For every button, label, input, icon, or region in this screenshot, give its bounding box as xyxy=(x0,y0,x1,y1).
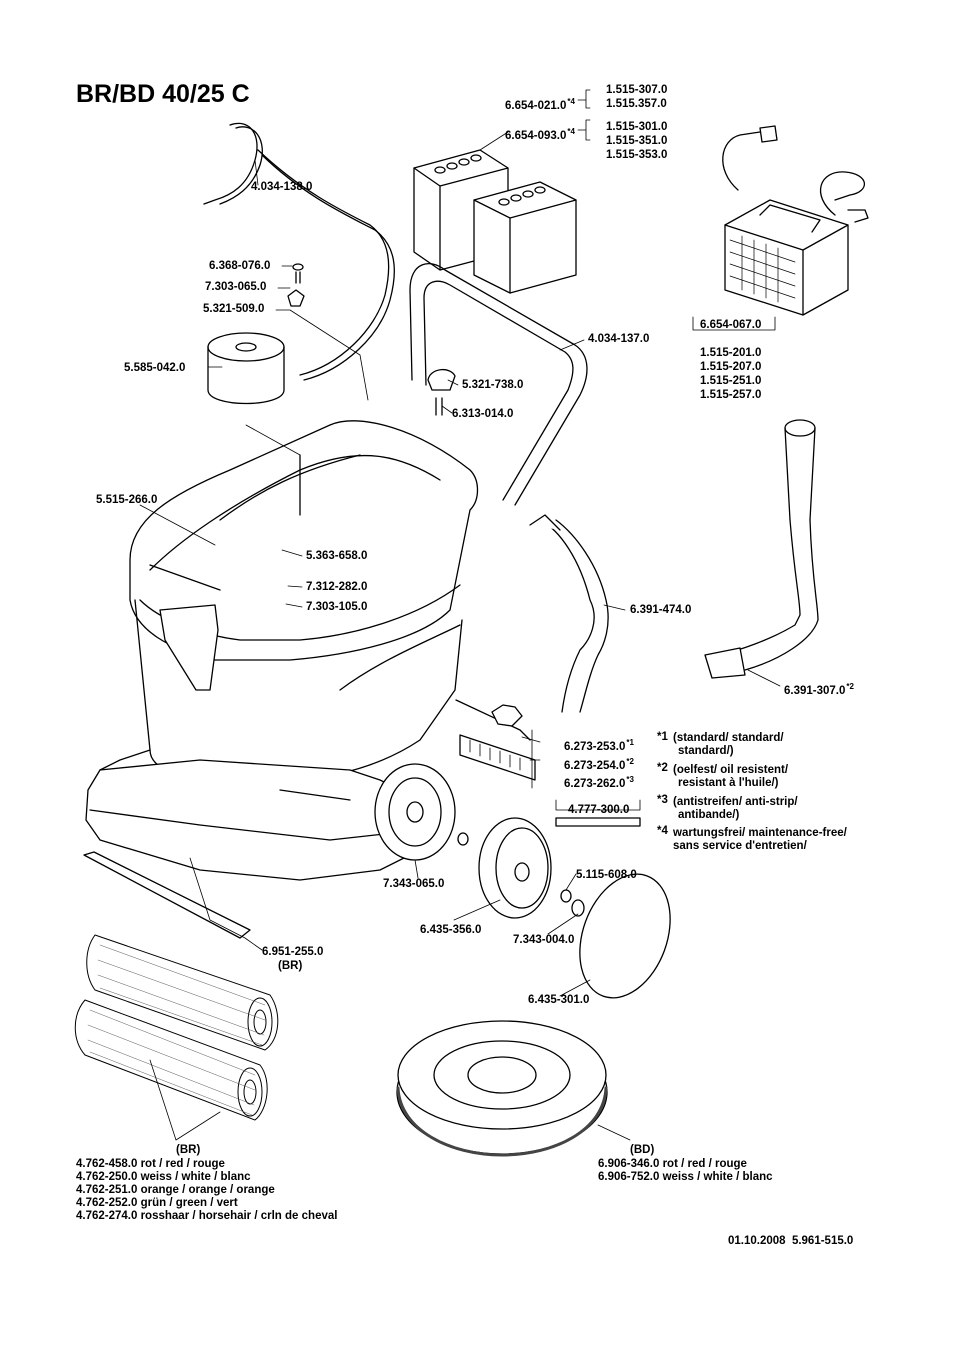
label-ring: 7.343-004.0 xyxy=(513,934,575,946)
label-washer: 7.312-282.0 xyxy=(306,581,368,593)
disc-brush-drawing xyxy=(396,1020,608,1157)
cover-disc-drawing xyxy=(579,873,671,999)
legend-4-line-2: sans service d'entretien/ xyxy=(673,840,807,852)
label-wheel: 6.435-356.0 xyxy=(420,924,482,936)
brush-roller-item: 4.762-458.0 rot / red / rouge xyxy=(76,1158,225,1170)
battery-alt-2: 1.515.357.0 xyxy=(606,98,667,110)
label-handle-bar: 4.034-138.0 xyxy=(251,181,313,193)
label-knob-b: 5.321-738.0 xyxy=(462,379,524,391)
battery-maint-free-part: 6.654-021.0*4 xyxy=(505,97,575,112)
label-pin: 6.313-014.0 xyxy=(452,408,514,420)
legend-2-mark: *2 xyxy=(657,762,668,774)
legend-3-mark: *3 xyxy=(657,794,668,806)
legend-1-line-1: (standard/ standard/ xyxy=(673,732,784,744)
disc-brush-item: 6.906-752.0 weiss / white / blanc xyxy=(598,1171,773,1183)
label-float: 5.363-658.0 xyxy=(306,550,368,562)
brush-roller-item: 4.762-250.0 weiss / white / blanc xyxy=(76,1171,251,1183)
small-parts-drawing xyxy=(287,263,456,416)
legend-4-line-1: wartungsfrei/ maintenance-free/ xyxy=(673,827,847,839)
legend-1-mark: *1 xyxy=(657,731,668,743)
battery-alt-4: 1.515-351.0 xyxy=(606,135,668,147)
brush-rollers-heading: (BR) xyxy=(176,1144,201,1156)
charger-alt-2: 1.515-207.0 xyxy=(700,361,762,373)
page-title: BR/BD 40/25 C xyxy=(76,80,250,108)
legend-2-line-1: (oelfest/ oil resistent/ xyxy=(673,764,789,776)
drain-hose-drawing xyxy=(529,514,609,713)
brush-roller-item: 4.762-251.0 orange / orange / orange xyxy=(76,1184,275,1196)
charger-drawing xyxy=(722,125,869,316)
battery-alt-1: 1.515-307.0 xyxy=(606,84,668,96)
disc-brushes-heading: (BD) xyxy=(630,1144,655,1156)
label-screw-a: 7.303-065.0 xyxy=(205,281,267,293)
brush-roller-item: 4.762-252.0 grün / green / vert xyxy=(76,1197,238,1209)
legend-4-mark: *4 xyxy=(657,825,668,837)
label-sieve: 5.515-266.0 xyxy=(96,494,158,506)
battery-alt-3: 1.515-301.0 xyxy=(606,121,668,133)
footer-date-docnumber: 01.10.2008 5.961-515.0 xyxy=(728,1235,854,1247)
label-drain-hose: 6.391-474.0 xyxy=(630,604,692,616)
label-suction-hose: 6.391-307.0*2 xyxy=(784,682,854,697)
push-handle-drawing xyxy=(409,262,588,506)
suction-hose-drawing xyxy=(704,419,819,679)
legend-3-line-2: antibande/) xyxy=(678,809,740,821)
tank-body-drawing xyxy=(85,420,479,881)
label-squeegee-kit: 4.777-300.0 xyxy=(568,804,630,816)
leader-lines xyxy=(139,89,781,1141)
legend-3-line-1: (antistreifen/ anti-strip/ xyxy=(673,796,798,808)
legend-1-line-2: standard/) xyxy=(678,745,734,757)
label-squeegee-note: (BR) xyxy=(278,960,303,972)
battery-standard-part: 6.654-093.0*4 xyxy=(505,127,575,142)
battery-alt-5: 1.515-353.0 xyxy=(606,149,668,161)
lip-3: 6.273-262.0*3 xyxy=(564,775,634,790)
label-cover: 6.435-301.0 xyxy=(528,994,590,1006)
label-washer-wheel: 7.343-065.0 xyxy=(383,878,445,890)
lip-2: 6.273-254.0*2 xyxy=(564,757,634,772)
rear-wheel-drawing xyxy=(374,763,469,861)
filter-drawing xyxy=(207,332,285,405)
label-push-handle: 4.034-137.0 xyxy=(588,333,650,345)
lip-1: 6.273-253.0*1 xyxy=(564,738,634,753)
label-knob-a: 5.321-509.0 xyxy=(203,303,265,315)
label-screw-b: 7.303-105.0 xyxy=(306,601,368,613)
charger-alt-1: 1.515-201.0 xyxy=(700,347,762,359)
label-squeegee: 6.951-255.0 xyxy=(262,946,324,958)
battery-drawing xyxy=(413,149,577,294)
roller-brushes-drawing xyxy=(74,934,279,1121)
legend-2-line-2: resistant à l'huile/) xyxy=(678,777,779,789)
label-filter: 5.585-042.0 xyxy=(124,362,186,374)
charger-alt-4: 1.515-257.0 xyxy=(700,389,762,401)
disc-brush-item: 6.906-346.0 rot / red / rouge xyxy=(598,1158,747,1170)
loose-wheel-drawing xyxy=(478,817,585,919)
label-cap: 6.368-076.0 xyxy=(209,260,271,272)
charger-alt-3: 1.515-251.0 xyxy=(700,375,762,387)
brush-roller-item: 4.762-274.0 rosshaar / horsehair / crln … xyxy=(76,1210,338,1222)
charger-part: 6.654-067.0 xyxy=(700,319,762,331)
label-washer-small: 5.115-608.0 xyxy=(576,869,637,881)
